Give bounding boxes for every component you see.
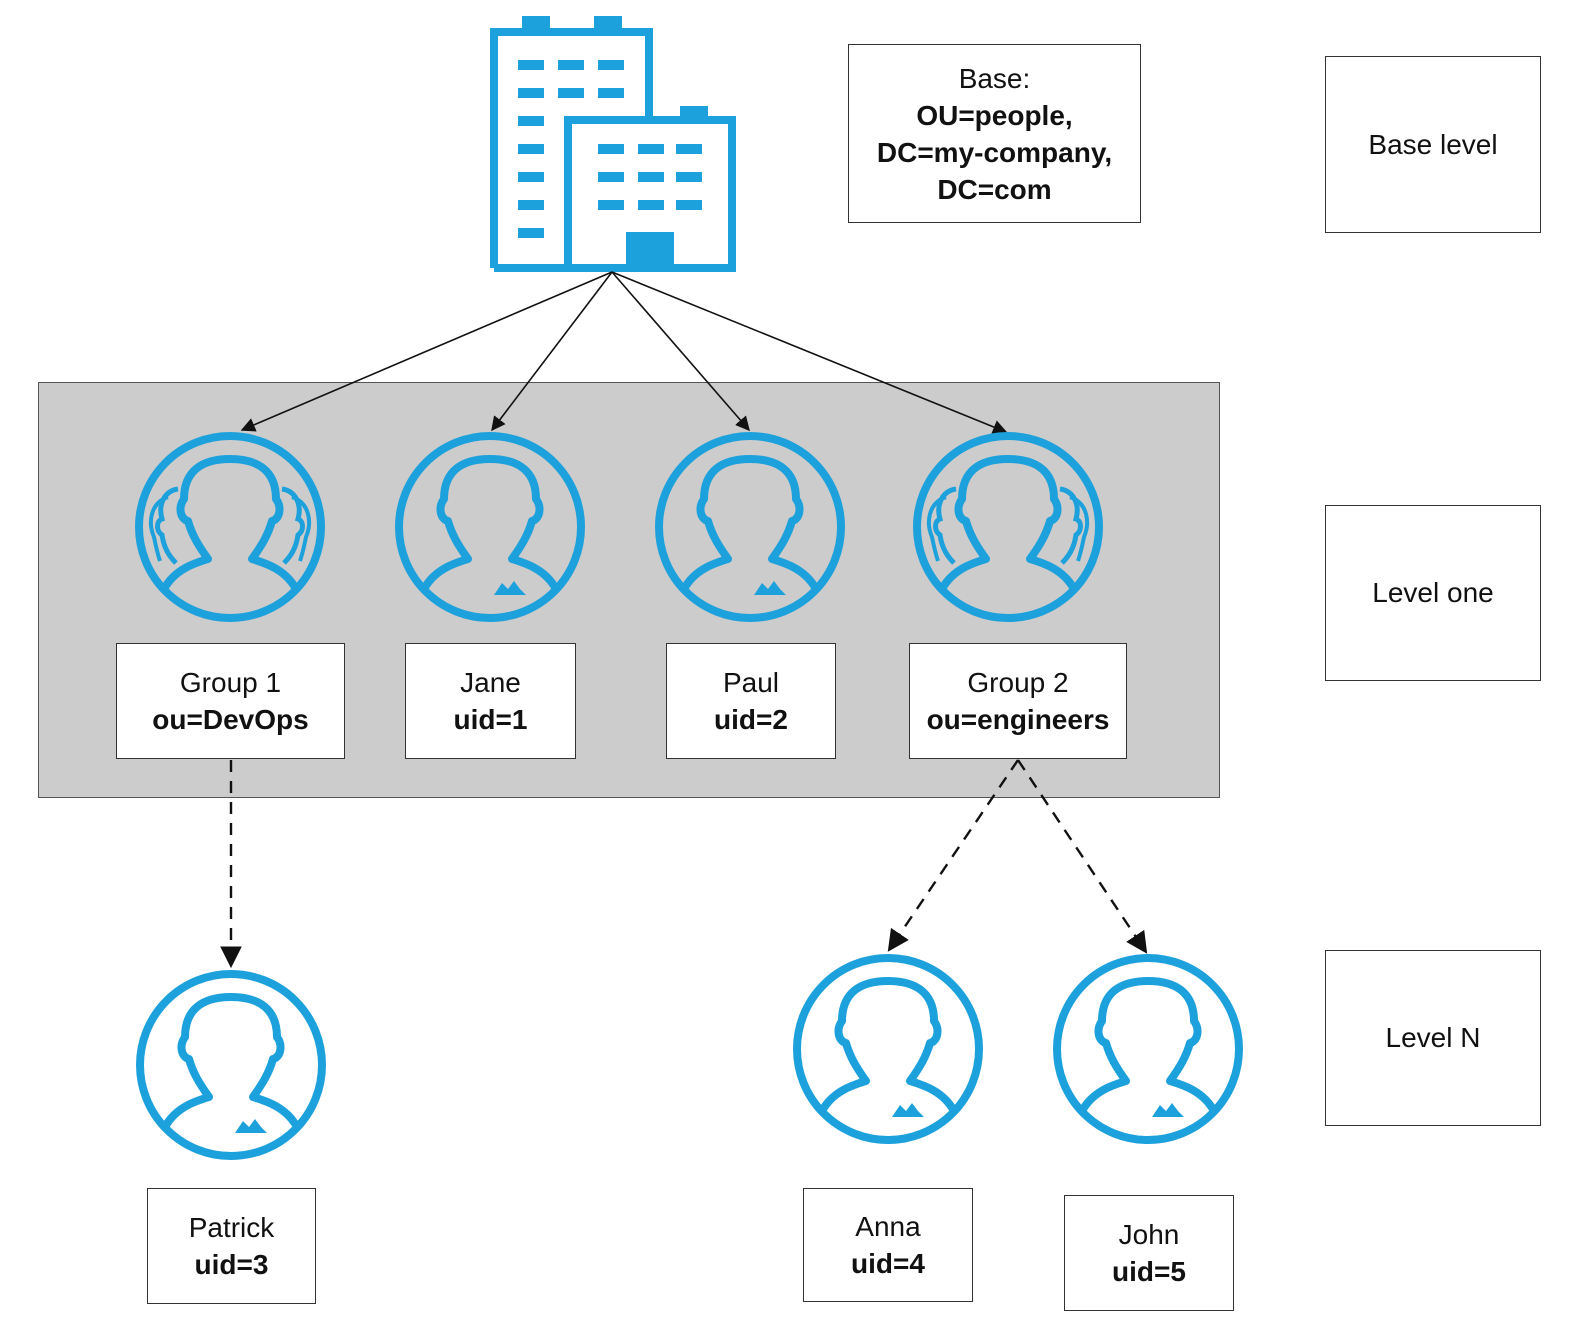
john-id: uid=5 [1112,1256,1186,1287]
patrick-name: Patrick [188,1212,275,1243]
group1-label-box: Group 1 ou=DevOps [116,643,345,759]
edge-group2-anna [887,759,1019,952]
patrick-label-box: Patrick uid=3 [147,1188,316,1304]
john-label-box: John uid=5 [1064,1195,1234,1311]
jane-label-box: Jane uid=1 [405,643,576,759]
john-user-icon [1057,958,1239,1140]
edge-root-group2 [611,271,1008,434]
paul-user-icon [659,436,841,618]
base-dn-label: Base: [958,62,1031,94]
paul-name: Paul [722,667,780,698]
paul-label-box: Paul uid=2 [666,643,836,759]
jane-id: uid=1 [453,704,528,735]
patrick-id: uid=3 [194,1249,269,1280]
level-n-label: Level N [1385,1022,1481,1053]
anna-name: Anna [855,1211,921,1242]
level-n-box: Level N [1325,950,1541,1126]
patrick-user-icon [140,974,322,1156]
base-dn-line-3: DC=com [937,173,1052,205]
anna-user-icon [797,958,979,1140]
edge-root-jane [491,271,613,432]
base-dn-line-2: DC=my-company, [876,136,1113,168]
group1-id: ou=DevOps [152,704,309,735]
jane-name: Jane [460,667,521,698]
edge-root-paul [611,271,750,432]
edges [220,271,1148,969]
edge-root-group1 [240,271,613,432]
john-name: John [1118,1219,1180,1250]
group2-label-box: Group 2 ou=engineers [909,643,1127,759]
group2-group-icon [917,436,1099,618]
level-base-box: Base level [1325,56,1541,233]
anna-label-box: Anna uid=4 [803,1188,973,1302]
group1-group-icon [139,436,321,618]
level-one-label: Level one [1372,577,1494,608]
level-base-label: Base level [1368,128,1498,160]
anna-id: uid=4 [851,1248,925,1279]
group2-name: Group 2 [967,667,1069,698]
level-one-box: Level one [1325,505,1541,681]
base-dn-box: Base: OU=people, DC=my-company, DC=com [848,44,1141,223]
building-icon [490,16,736,272]
edge-group2-john [1017,759,1148,954]
group1-name: Group 1 [179,667,282,698]
paul-id: uid=2 [714,704,788,735]
group2-id: ou=engineers [926,704,1110,735]
jane-user-icon [399,436,581,618]
base-dn-line-1: OU=people, [916,99,1073,131]
